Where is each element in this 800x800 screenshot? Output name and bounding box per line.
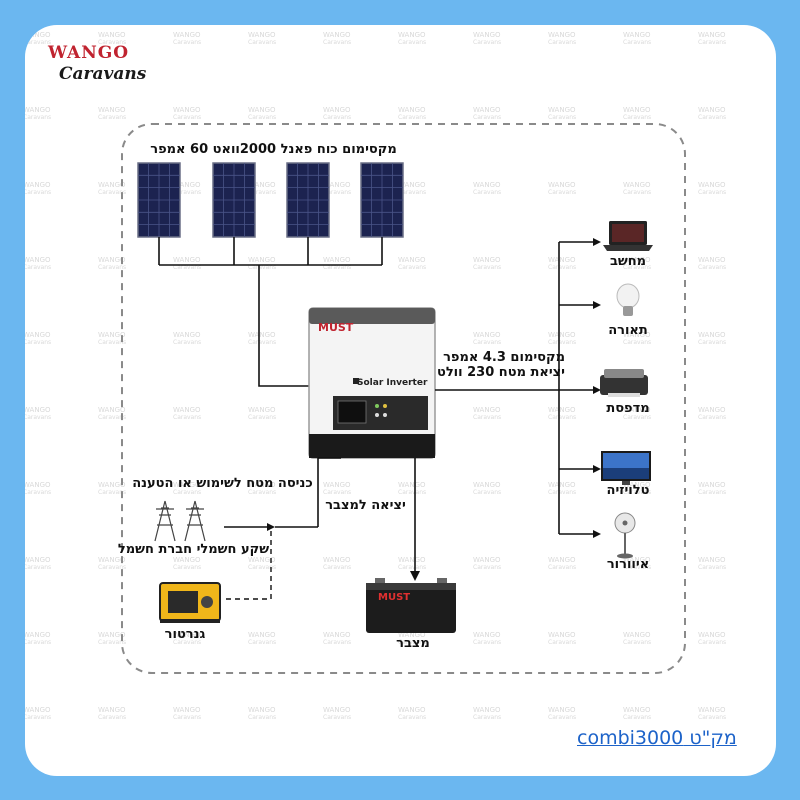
solar-max-label: מקסימום כוח פאנל 2000וואט 60 אמפר: [150, 142, 397, 157]
printer-icon: [600, 369, 648, 397]
battery-brand: MUST: [378, 592, 411, 603]
output-max-label-line2: יציאת מטח 230 וולט: [436, 365, 565, 380]
system-diagram: [121, 123, 686, 674]
arrow-to-printer: [593, 386, 601, 394]
load-label-television: טלויזיה: [606, 483, 650, 498]
television-icon: [601, 451, 651, 485]
load-label-laptop: מחשב: [609, 254, 647, 269]
power-pylon-icon: [154, 500, 206, 542]
arrow-to-laptop: [593, 238, 601, 246]
battery-label: מצבר: [396, 636, 430, 651]
arrow-grid-to-junction: [267, 523, 275, 531]
grid-socket-label: שקע חשמלי חברת חשמל: [117, 542, 270, 557]
lightbulb-icon: [616, 283, 640, 316]
brand-logo-caravans: Caravans: [59, 64, 147, 84]
inverter-model-label: Solar Inverter: [357, 378, 428, 388]
product-code-link[interactable]: מק"ט combi3000: [577, 727, 737, 749]
system-boundary: [121, 123, 686, 674]
fan-icon: [614, 512, 636, 559]
solar-wiring: [158, 237, 383, 387]
arrow-to-battery: [410, 571, 420, 581]
load-label-fan: איוורור: [606, 557, 650, 572]
generator-icon: [159, 582, 221, 623]
load-label-printer: מדפסת: [606, 401, 650, 416]
battery-output-label: יציאה למצבר: [325, 498, 406, 513]
solar-panel-1: [137, 162, 181, 238]
solar-panel-2: [212, 162, 256, 238]
solar-panel-3: [286, 162, 330, 238]
grid-wiring: [224, 457, 341, 528]
solar-panel-4: [360, 162, 404, 238]
brand-logo-wango: WANGO: [48, 43, 130, 63]
laptop-icon: [603, 221, 653, 251]
generator-label: גנרטור: [164, 627, 206, 642]
battery-icon: [366, 578, 456, 633]
output-max-label-line1: מקסימום 4.3 אמפר: [443, 350, 565, 365]
inverter-brand: MUST: [318, 321, 354, 334]
grid-input-label: כניסה מטח לשימוש או הטענה: [132, 476, 313, 491]
generator-dashed-line: [226, 531, 272, 600]
arrow-to-television: [593, 465, 601, 473]
inverter-unit: [308, 307, 436, 459]
arrow-to-lightbulb: [593, 301, 601, 309]
load-label-lightbulb: תאורה: [608, 323, 648, 338]
arrow-to-fan: [593, 530, 601, 538]
load-wiring: [435, 241, 595, 535]
